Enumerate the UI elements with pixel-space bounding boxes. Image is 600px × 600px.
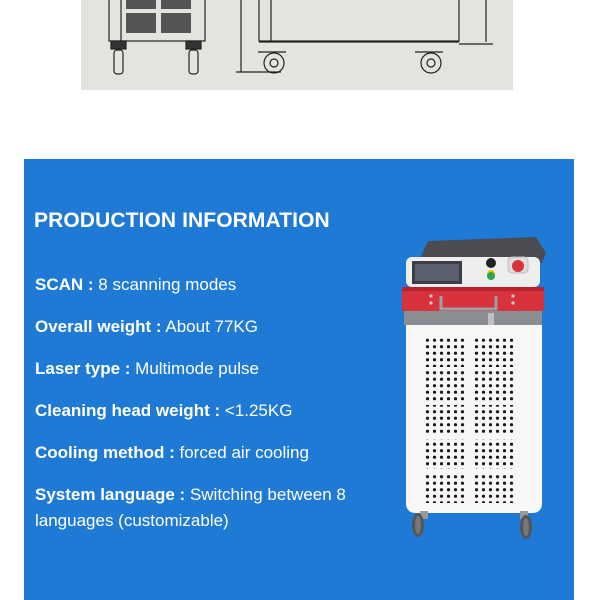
spec-cleaning-head-weight: Cleaning head weight : <1.25KG	[35, 398, 380, 424]
spec-label: Cleaning head weight :	[35, 401, 221, 420]
spec-label: Cooling method :	[35, 443, 175, 462]
spec-value: Multimode pulse	[130, 359, 259, 378]
spec-scan: SCAN : 8 scanning modes	[35, 272, 380, 298]
spec-laser-type: Laser type : Multimode pulse	[35, 356, 380, 382]
spec-label: SCAN :	[35, 275, 94, 294]
spec-system-language: System language : Switching between 8 la…	[35, 482, 380, 534]
spec-label: System language :	[35, 485, 186, 504]
panel-title: PRODUCTION INFORMATION	[34, 209, 330, 232]
technical-drawing	[81, 0, 513, 90]
spec-value: About 77KG	[161, 317, 258, 336]
spec-value: <1.25KG	[220, 401, 293, 420]
production-info-panel: PRODUCTION INFORMATION SCAN : 8 scanning…	[24, 159, 574, 600]
spec-cooling-method: Cooling method : forced air cooling	[35, 440, 380, 466]
drawing-illustration	[108, 0, 493, 75]
spec-overall-weight: Overall weight : About 77KG	[35, 314, 380, 340]
spec-value: forced air cooling	[174, 443, 309, 462]
spec-value: 8 scanning modes	[93, 275, 237, 294]
spec-value: Switching between 8 languages (customiza…	[35, 485, 346, 530]
product-image	[402, 237, 546, 539]
spec-label: Overall weight :	[35, 317, 162, 336]
spec-label: Laser type :	[35, 359, 131, 378]
